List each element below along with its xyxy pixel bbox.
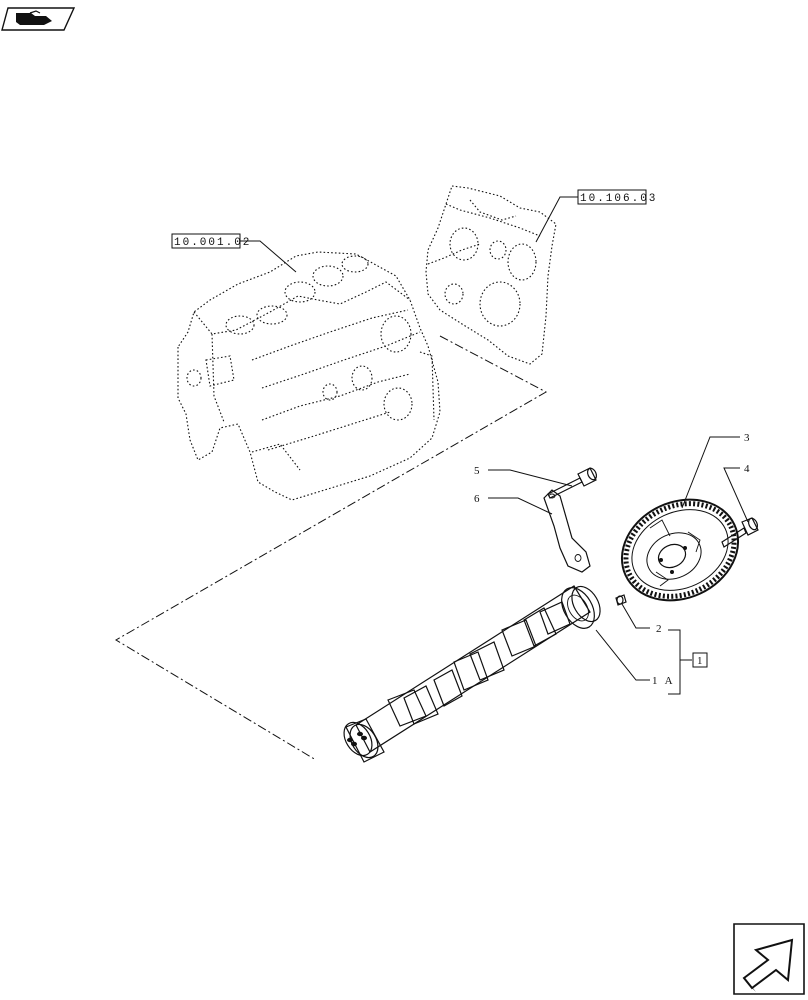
gear-3 <box>620 498 740 602</box>
leader-4 <box>723 467 749 523</box>
bracket-group-1 <box>668 629 692 695</box>
callout-1-box <box>692 652 708 668</box>
bolt-4 <box>721 517 759 548</box>
book-hand-icon[interactable] <box>1 7 76 31</box>
callout-5: 5 <box>474 465 482 477</box>
leader-2 <box>621 603 650 629</box>
callout-3: 3 <box>744 432 752 444</box>
timing-cover-phantom <box>425 185 557 365</box>
camshaft <box>343 585 601 763</box>
ref-label-cover: 10.106.03 <box>580 193 657 205</box>
callout-2: 2 <box>656 623 664 635</box>
callout-1: 1 <box>697 655 705 667</box>
next-page-arrow-icon[interactable] <box>733 923 805 995</box>
bracket-6 <box>543 489 591 573</box>
callout-4: 4 <box>744 463 752 475</box>
dowel-pin <box>615 594 627 606</box>
engine-block-phantom <box>177 251 441 501</box>
leader-5 <box>488 469 573 487</box>
callout-1a: 1 A <box>652 675 675 687</box>
assembly-line <box>115 335 548 761</box>
leader-6 <box>488 497 553 515</box>
callout-6: 6 <box>474 493 482 505</box>
ref-label-block: 10.001.02 <box>174 237 251 249</box>
ref-box-10-106-03[interactable]: 10.106.03 <box>535 189 657 243</box>
leader-3 <box>681 436 740 509</box>
leader-1a <box>595 629 650 681</box>
ref-box-10-001-02[interactable]: 10.001.02 <box>171 233 297 273</box>
